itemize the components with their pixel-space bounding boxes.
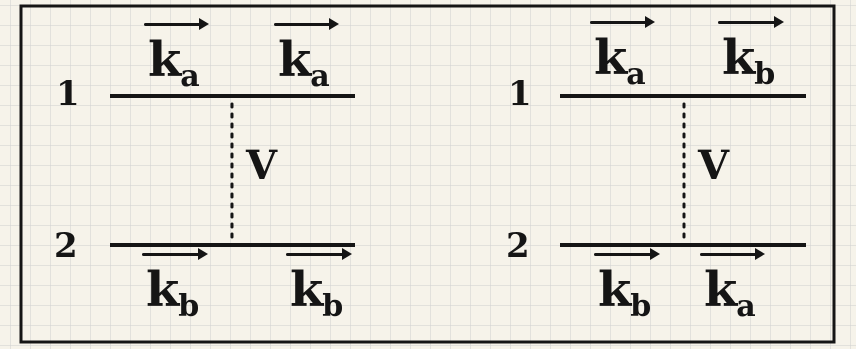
vector-arrow-icon [718, 16, 785, 28]
vector-subscript: a [180, 59, 200, 94]
vector-arrow-icon [142, 248, 209, 260]
d1-vector-top-left: ka [144, 18, 209, 94]
vector-symbol: k [598, 262, 631, 318]
d1-vector-top-right: ka [274, 18, 339, 94]
vector-subscript: a [310, 59, 330, 94]
d2-vector-top-right: kb [718, 16, 785, 92]
d2-line-label-1: 1 [508, 74, 532, 114]
vector-arrow-icon [274, 18, 339, 30]
vector-subscript: b [178, 289, 200, 324]
d1-vector-bottom-left: kb [142, 248, 209, 324]
d2-line-label-2: 2 [506, 226, 530, 266]
vector-arrow-icon [286, 248, 353, 260]
vector-symbol: k [290, 262, 323, 318]
d1-interaction-label: V [246, 142, 278, 189]
vector-symbol: k [148, 32, 181, 88]
d2-interaction-label: V [698, 142, 730, 189]
d2-vector-top-left: ka [590, 16, 655, 92]
vector-subscript: a [736, 289, 756, 324]
d1-line-label-2: 2 [54, 226, 78, 266]
vector-subscript: b [322, 289, 344, 324]
vector-arrow-icon [594, 248, 661, 260]
vector-symbol: k [594, 30, 627, 86]
vector-subscript: a [626, 57, 646, 92]
vector-symbol: k [704, 262, 737, 318]
vector-subscript: b [630, 289, 652, 324]
vector-arrow-icon [144, 18, 209, 30]
vector-symbol: k [146, 262, 179, 318]
d1-vector-bottom-right: kb [286, 248, 353, 324]
vector-arrow-icon [700, 248, 765, 260]
vector-arrow-icon [590, 16, 655, 28]
d2-vector-bottom-left: kb [594, 248, 661, 324]
d2-vector-bottom-right: ka [700, 248, 765, 324]
d1-line-label-1: 1 [56, 74, 80, 114]
vector-symbol: k [722, 30, 755, 86]
vector-subscript: b [754, 57, 776, 92]
vector-symbol: k [278, 32, 311, 88]
frame-border [19, 4, 836, 344]
